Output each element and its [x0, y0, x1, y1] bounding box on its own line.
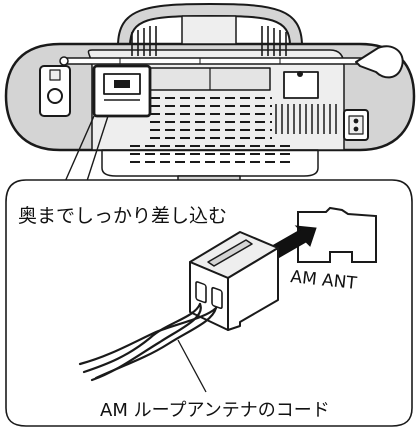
speaker-grille	[130, 97, 290, 163]
rear-switch-block	[283, 71, 319, 99]
upper-vents	[131, 26, 287, 56]
right-vents	[275, 104, 337, 134]
am-terminal-highlight	[92, 64, 152, 118]
radio-rear-view	[4, 3, 416, 187]
telescopic-antenna	[59, 45, 404, 79]
ac-inlet	[343, 109, 369, 141]
left-latch	[39, 65, 71, 117]
antenna-cable	[78, 302, 218, 382]
lower-body	[101, 149, 319, 177]
battery-compartment	[181, 15, 237, 45]
am-antenna-plug	[189, 231, 279, 331]
callout-lines	[63, 115, 109, 185]
insert-arrow-icon	[271, 225, 317, 259]
instruction-label: 奥までしっかり差し込む	[18, 205, 227, 227]
cable-leader-line	[177, 339, 207, 393]
antenna-jack-plate	[297, 206, 377, 263]
cable-label: AM ループアンテナのコード	[100, 400, 330, 421]
